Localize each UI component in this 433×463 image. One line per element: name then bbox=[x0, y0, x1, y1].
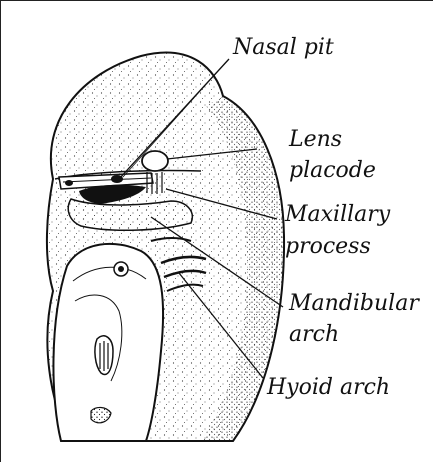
label-lens-placode-2: placode bbox=[289, 158, 376, 183]
label-lens-placode-1: Lens bbox=[288, 127, 342, 152]
label-mandibular-arch-1: Mandibular bbox=[288, 291, 420, 316]
lens-placode bbox=[142, 151, 168, 171]
label-maxillary-process-2: process bbox=[285, 234, 371, 259]
label-mandibular-arch-2: arch bbox=[289, 322, 339, 347]
label-nasal-pit: Nasal pit bbox=[232, 35, 334, 60]
label-maxillary-process-1: Maxillary bbox=[284, 202, 391, 227]
label-hyoid-arch: Hyoid arch bbox=[266, 375, 390, 400]
